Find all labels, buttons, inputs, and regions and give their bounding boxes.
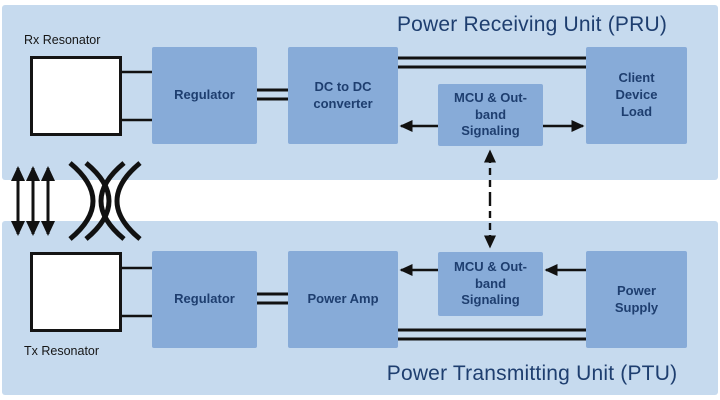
client-device-load-block: Client Device Load <box>586 47 687 144</box>
pru-regulator-block: Regulator <box>152 47 257 144</box>
power-amp-block: Power Amp <box>288 251 398 348</box>
tx-resonator-label: Tx Resonator <box>24 344 100 358</box>
rx-resonator-box <box>30 56 122 136</box>
ptu-mcu-outband-block: MCU & Out-band Signaling <box>438 252 543 316</box>
ptu-regulator-block: Regulator <box>152 251 257 348</box>
rx-resonator-label: Rx Resonator <box>24 33 101 47</box>
dc-to-dc-converter-block: DC to DC converter <box>288 47 398 144</box>
pru-title: Power Receiving Unit (PRU) <box>396 13 668 36</box>
pru-mcu-outband-block: MCU & Out-band Signaling <box>438 84 543 146</box>
tx-resonator-box <box>30 252 122 332</box>
power-supply-block: Power Supply <box>586 251 687 348</box>
ptu-title: Power Transmitting Unit (PTU) <box>386 362 678 385</box>
